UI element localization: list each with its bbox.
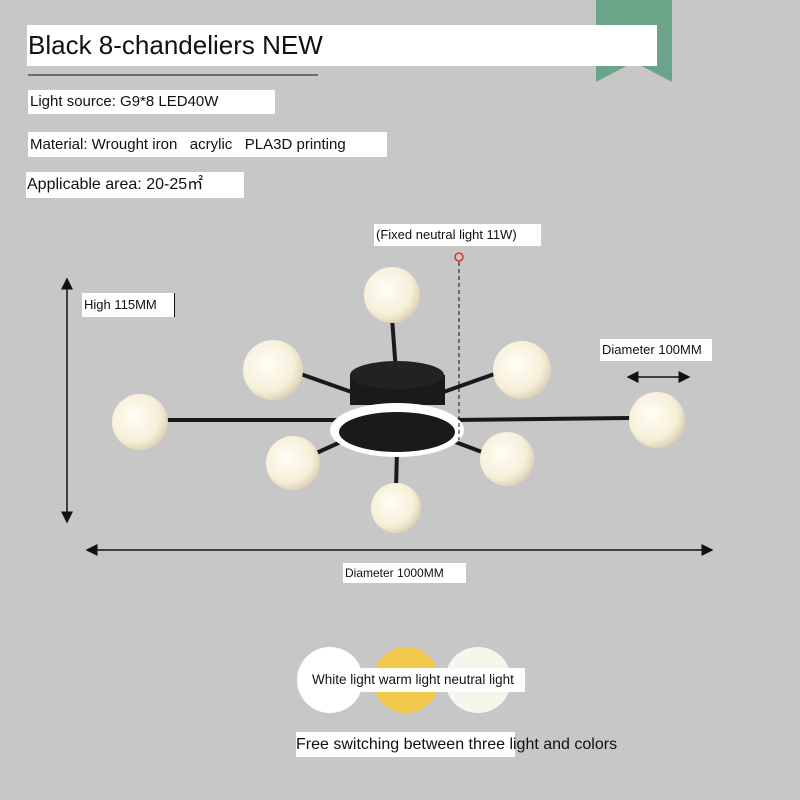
spec-light-source: Light source: G9*8 LED40W [28,90,275,114]
light-modes-caption: Free switching between three light and c… [296,736,618,753]
fixed-light-label: (Fixed neutral light 11W) [374,224,541,246]
total-diameter-label: Diameter 1000MM [343,563,466,583]
light-modes-label: White light warm light neutral light [300,668,525,692]
globes [112,267,685,533]
product-title: Black 8-chandeliers NEW [27,25,657,66]
caption-highlight [296,732,515,757]
globe-diameter-label: Diameter 100MM [600,339,712,361]
hub [330,361,464,457]
spec-material: Material: Wrought iron acrylic PLA3D pri… [28,132,387,157]
marker-dot-icon [454,252,464,262]
spec-area: Applicable area: 20-25㎡ [26,172,244,198]
height-label: High 115MM [82,293,175,317]
